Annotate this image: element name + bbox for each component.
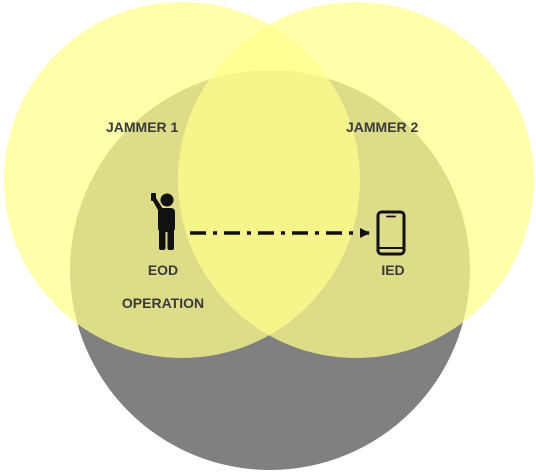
jammer-2-coverage-circle (178, 2, 534, 358)
ied-label: IED (381, 262, 404, 278)
smartphone-icon (376, 210, 406, 256)
eod-label: EOD (148, 262, 178, 278)
jammer-1-label: JAMMER 1 (106, 119, 179, 135)
operation-label: OPERATION (122, 295, 204, 311)
jammer-2-label: JAMMER 2 (346, 119, 419, 135)
person-on-phone-icon (151, 193, 175, 250)
